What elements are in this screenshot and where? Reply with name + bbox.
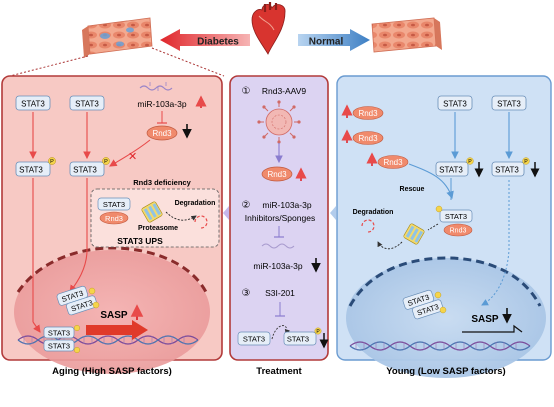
- treatment-rnd3: Rnd3: [267, 170, 287, 179]
- diabetes-arrow: Diabetes: [160, 29, 250, 51]
- right-rnd3-a: Rnd3: [358, 109, 378, 118]
- rescue-label: Rescue: [400, 186, 425, 193]
- right-stat3p-b: STAT3: [495, 166, 519, 175]
- step2-label-line2: Inhibitors/Sponges: [245, 213, 315, 223]
- header: Diabetes Normal: [9, 2, 442, 77]
- stat3-top-b: STAT3: [75, 100, 99, 109]
- normal-arrow: Normal: [298, 29, 370, 51]
- proteasome-icon: [141, 201, 163, 223]
- right-rnd3-b: Rnd3: [358, 134, 378, 143]
- aav-virus-icon: [257, 100, 301, 144]
- step3-label: S3I-201: [265, 288, 295, 298]
- diabetic-tissue-image: [82, 17, 153, 58]
- step3-number: ③: [242, 288, 251, 299]
- stat3-ups-title: STAT3 UPS: [117, 236, 163, 246]
- young-caption: Young (Low SASP factors): [386, 366, 505, 377]
- middle-to-right-arrow: [330, 206, 336, 220]
- right-degradation-label: Degradation: [353, 209, 394, 216]
- right-stat3p-a: STAT3: [439, 166, 463, 175]
- treatment-mirna-label: miR-103a-3p: [253, 261, 302, 271]
- step1-number: ①: [242, 86, 251, 97]
- phospho-mark: P: [524, 159, 528, 165]
- complex-rnd3: Rnd3: [450, 228, 467, 235]
- mirna-strand-icon: [139, 85, 173, 91]
- phospho-mark: P: [468, 159, 472, 165]
- treatment-caption: Treatment: [256, 366, 302, 377]
- stat3p-b: STAT3: [73, 166, 97, 175]
- step2-label-line1: miR-103a-3p: [262, 200, 311, 210]
- right-rnd3-c: Rnd3: [383, 158, 403, 167]
- ups-stat3: STAT3: [103, 200, 125, 209]
- sasp-label: SASP: [100, 310, 128, 321]
- right-stat3-top-a: STAT3: [443, 100, 467, 109]
- phospho-mark: P: [316, 329, 320, 335]
- proteasome-label: Proteasome: [138, 225, 178, 232]
- treatment-stat3-b: STAT3: [287, 335, 309, 344]
- complex-stat3: STAT3: [445, 212, 467, 221]
- young-panel: Rnd3 Rnd3 Rnd3 STAT3 STAT3 STAT3 P STAT3…: [336, 75, 552, 378]
- rnd3-label: Rnd3: [152, 129, 172, 138]
- left-to-middle-arrow: [223, 206, 229, 220]
- treatment-stat3-a: STAT3: [243, 335, 265, 344]
- phospho-mark: P: [104, 159, 108, 165]
- rnd3-deficiency-label: Rnd3 deficiency: [133, 178, 191, 187]
- step2-number: ②: [242, 200, 251, 211]
- mirna-label: miR-103a-3p: [137, 99, 186, 109]
- step1-label: Rnd3-AAV9: [262, 86, 307, 96]
- dna-stat3-b: STAT3: [48, 342, 70, 351]
- right-stat3-top-b: STAT3: [497, 100, 521, 109]
- right-proteasome-icon: [403, 223, 425, 245]
- normal-label: Normal: [309, 37, 344, 48]
- rnd3-oval: [146, 125, 178, 141]
- dna-stat3-a: STAT3: [48, 329, 70, 338]
- right-dna-helix-icon: [349, 341, 531, 351]
- normal-tissue-image: [371, 17, 442, 53]
- diabetes-label: Diabetes: [197, 37, 239, 48]
- aging-caption: Aging (High SASP factors): [52, 366, 172, 377]
- right-sasp-label: SASP: [471, 314, 499, 325]
- aging-panel: STAT3 STAT3 miR-103a-3p Rnd3 STAT3 P STA…: [1, 75, 223, 377]
- heart-icon: [251, 2, 286, 55]
- treatment-panel: ① Rnd3-AAV9 Rnd3 ② miR-103a-3p Inhi: [229, 75, 329, 377]
- sasp-expression-arrow: [86, 320, 148, 340]
- degradation-label: Degradation: [175, 200, 216, 207]
- blocked-cross-icon: ✕: [128, 151, 137, 163]
- phospho-mark: P: [50, 159, 54, 165]
- stat3-top-a: STAT3: [21, 100, 45, 109]
- ups-rnd3: Rnd3: [105, 214, 123, 223]
- stat3p-a: STAT3: [19, 166, 43, 175]
